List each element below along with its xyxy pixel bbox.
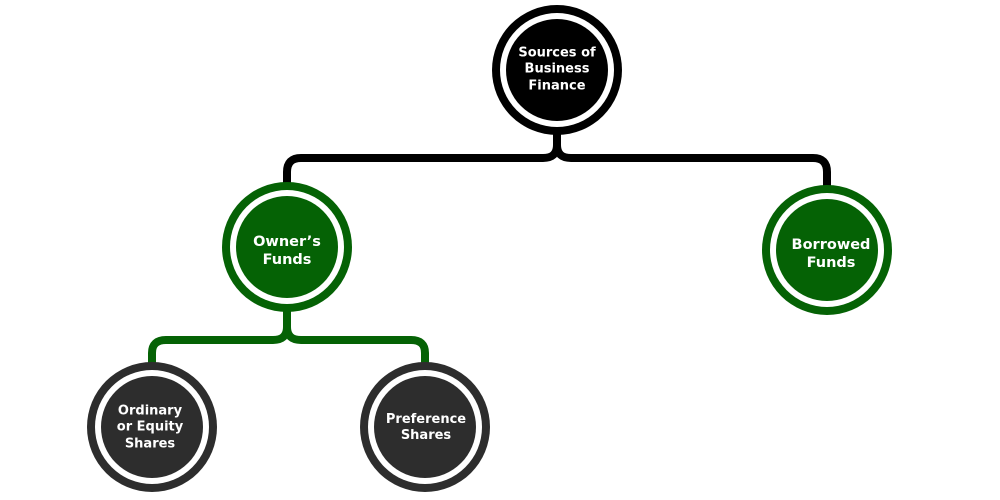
label-line: Business bbox=[524, 61, 590, 77]
label-line: or Equity bbox=[116, 419, 184, 435]
label-line: Borrowed bbox=[791, 236, 871, 253]
node-owners-label: Owner’s Funds bbox=[232, 233, 342, 269]
label-line: Shares bbox=[124, 436, 176, 452]
label-line: Sources of bbox=[518, 45, 596, 61]
label-line: Owner’s bbox=[253, 233, 321, 250]
node-preference-label: Preference Shares bbox=[371, 412, 481, 445]
label-line: Funds bbox=[262, 252, 312, 268]
label-line: Finance bbox=[528, 78, 586, 94]
label-line: Preference bbox=[385, 411, 467, 427]
node-borrowed-label: Borrowed Funds bbox=[776, 236, 886, 272]
node-borrowed-circle bbox=[762, 185, 892, 315]
node-preference-circle bbox=[360, 362, 490, 492]
node-root-circle bbox=[492, 5, 622, 135]
node-ordinary-circle bbox=[87, 362, 217, 492]
connector-owners bbox=[148, 310, 429, 365]
label-line: Funds bbox=[806, 255, 856, 271]
label-line: Ordinary bbox=[117, 403, 183, 419]
node-ordinary-label: Ordinary or Equity Shares bbox=[95, 404, 205, 453]
node-owners-circle bbox=[222, 182, 352, 312]
label-line: Shares bbox=[400, 428, 452, 443]
connector-root bbox=[283, 130, 831, 188]
node-root-label: Sources of Business Finance bbox=[502, 46, 612, 95]
